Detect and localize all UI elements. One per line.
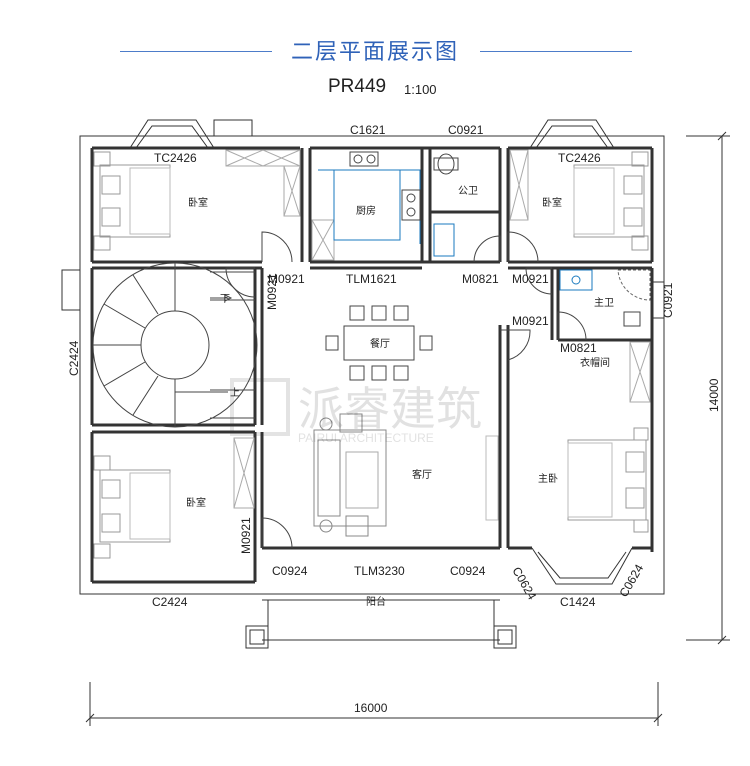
label-c1424: C1424	[560, 595, 596, 609]
label-m0921-a: M0921	[268, 272, 305, 286]
stair-down: 下	[220, 294, 230, 305]
bed-sw	[93, 455, 171, 559]
label-tlm3230: TLM3230	[354, 564, 405, 578]
bed-ne	[573, 151, 649, 251]
label-m0921-vert: M0921	[265, 273, 279, 310]
dimension-depth: 14000	[707, 378, 721, 412]
balcony-post-left	[245, 625, 269, 649]
bay-window-nw	[129, 119, 215, 149]
label-m0821-b: M0821	[560, 341, 597, 355]
living-furniture	[313, 413, 387, 537]
room-bedroom-ne: 卧室	[542, 196, 562, 209]
title-rule-left	[120, 51, 272, 52]
label-tc2426-right: TC2426	[558, 151, 601, 165]
room-living: 客厅	[412, 468, 432, 481]
label-m0921-b: M0921	[512, 272, 549, 286]
bed-master	[567, 427, 649, 533]
room-balcony: 阳台	[366, 595, 386, 608]
room-public-bath: 公卫	[458, 186, 478, 197]
title-rule-right	[480, 51, 632, 52]
watermark-text: 派睿建筑	[298, 383, 482, 435]
page-title: 二层平面展示图	[290, 40, 459, 65]
wardrobes	[225, 149, 651, 509]
room-master-bedroom: 主卧	[538, 472, 558, 485]
label-m0921-c: M0921	[512, 314, 549, 328]
label-c2424-left: C2424	[67, 340, 81, 376]
bay-window-ne	[529, 119, 615, 149]
dimension-width: 16000	[354, 701, 388, 715]
watermark-sub: PAIRUI ARCHITECTURE	[298, 431, 434, 445]
label-c0924-left: C0924	[272, 564, 308, 578]
label-m0921-sw: M0921	[239, 517, 253, 554]
room-closet: 衣帽间	[580, 356, 610, 369]
master-bath-fixtures	[559, 269, 651, 327]
side-block	[61, 269, 81, 311]
stair-up: 上	[230, 387, 240, 399]
room-bedroom-nw: 卧室	[188, 196, 208, 209]
dimension-lines	[85, 131, 730, 726]
label-c0921-right: C0921	[661, 282, 675, 318]
chimney	[213, 119, 253, 137]
dining-table	[325, 305, 433, 381]
label-c0921-top: C0921	[448, 123, 484, 137]
outer-boundary	[79, 135, 665, 595]
bed-nw	[93, 151, 171, 251]
tv-wall	[485, 435, 499, 521]
plan-scale: 1:100	[404, 82, 437, 97]
label-c2424-bottom: C2424	[152, 595, 188, 609]
room-kitchen: 厨房	[356, 204, 376, 217]
watermark: 派睿建筑 PAIRUI ARCHITECTURE	[230, 378, 482, 445]
label-tlm1621: TLM1621	[346, 272, 397, 286]
kitchen-fixtures	[349, 151, 421, 221]
label-tc2426-left: TC2426	[154, 151, 197, 165]
bay-window-se	[531, 547, 633, 585]
balcony-post-right	[493, 625, 517, 649]
title-bar: 二层平面展示图	[0, 34, 750, 68]
door-swings	[225, 231, 587, 549]
label-c0624-left: C0624	[509, 565, 539, 603]
label-c1621: C1621	[350, 123, 386, 137]
balcony-rail	[262, 593, 500, 641]
room-master-bath: 主卫	[594, 297, 614, 309]
public-bath-fixtures	[433, 153, 459, 257]
spiral-stair	[92, 262, 258, 428]
label-m0821-a: M0821	[462, 272, 499, 286]
plan-code: PR449	[328, 76, 387, 97]
label-c0924-right: C0924	[450, 564, 486, 578]
room-bedroom-sw: 卧室	[186, 496, 206, 509]
room-dining: 餐厅	[370, 337, 390, 350]
